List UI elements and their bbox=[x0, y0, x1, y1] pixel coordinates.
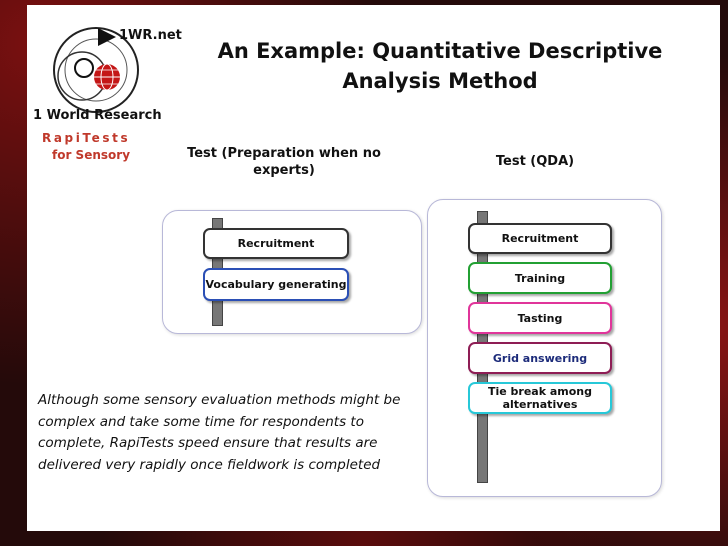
logo-site: 1WR.net bbox=[119, 28, 182, 43]
right-step-grid-answering: Grid answering bbox=[468, 342, 612, 374]
product-name: RapiTests bbox=[42, 131, 131, 145]
right-step-training: Training bbox=[468, 262, 612, 294]
slide-title: An Example: Quantitative Descriptive Ana… bbox=[217, 39, 663, 93]
globe-logo-icon bbox=[53, 27, 139, 113]
right-step-tie-break: Tie break among alternatives bbox=[468, 382, 612, 414]
right-step-recruitment: Recruitment bbox=[468, 223, 612, 254]
left-step-vocabulary: Vocabulary generating bbox=[203, 268, 349, 301]
right-step-tasting: Tasting bbox=[468, 302, 612, 334]
left-column-title: Test (Preparation when no experts) bbox=[187, 146, 381, 178]
left-step-recruitment: Recruitment bbox=[203, 228, 349, 259]
explanatory-note: Although some sensory evaluation methods… bbox=[38, 392, 401, 473]
logo-company: 1 World Research bbox=[33, 108, 162, 123]
right-column-title: Test (QDA) bbox=[495, 154, 575, 169]
product-subtitle: for Sensory bbox=[52, 148, 131, 162]
